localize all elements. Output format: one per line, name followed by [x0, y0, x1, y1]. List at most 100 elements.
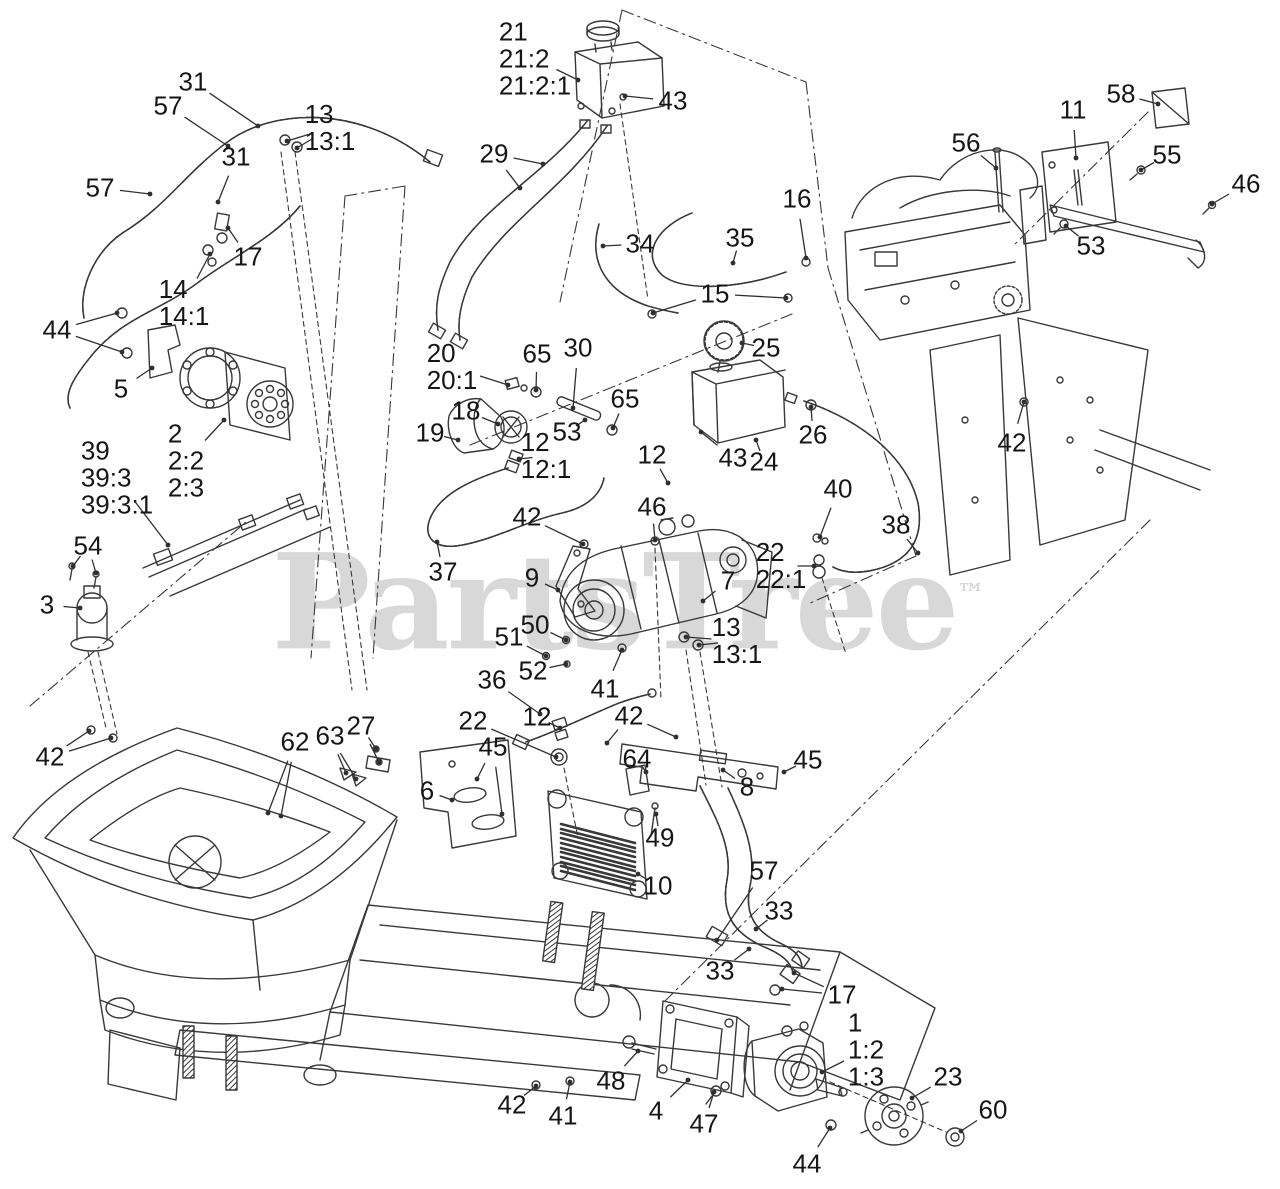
fastener-dot — [165, 542, 171, 548]
leader-line — [1211, 193, 1230, 205]
fastener-dot — [1155, 101, 1161, 107]
part-number-label: 12 — [520, 426, 550, 457]
motor-mount-drawing — [622, 1000, 750, 1105]
leader-line — [1073, 129, 1077, 159]
fastener-dot — [376, 759, 382, 765]
fastener-dot — [86, 728, 92, 734]
part-callout-30: 30 — [564, 334, 593, 361]
fastener-dot — [343, 770, 349, 776]
leader-line — [369, 743, 380, 763]
part-number-label: 5 — [113, 373, 129, 404]
part-number-label: 35 — [725, 222, 755, 253]
leader-line — [491, 728, 557, 758]
fastener-dot — [808, 404, 814, 410]
construction-lines — [29, 9, 1151, 1133]
fastener-dot — [1063, 223, 1069, 229]
part-number-label: 2 — [167, 418, 183, 449]
leader-line — [1016, 401, 1025, 424]
part-callout-63: 63 — [316, 722, 345, 749]
fastener-dot — [505, 382, 511, 388]
fastener-dot — [781, 769, 787, 775]
fastener-dot — [673, 734, 679, 740]
leader-line — [280, 761, 292, 817]
fastener-dot — [643, 769, 649, 775]
part-callout-53-center: 53 — [553, 418, 582, 445]
fastener-dot — [255, 123, 261, 129]
fastener-dot — [580, 541, 586, 547]
fastener-dot — [803, 255, 809, 261]
part-number-label: 27 — [346, 710, 376, 741]
part-callout-6: 6 — [420, 777, 434, 804]
part-callout-57-lower-left: 57 — [86, 174, 115, 201]
fastener-dot — [746, 946, 752, 952]
part-callout-5: 5 — [114, 375, 128, 402]
fastener-dot — [495, 421, 501, 427]
part-callout-33-upper: 33 — [765, 897, 794, 924]
leader-line — [526, 645, 547, 657]
part-number-label: 1:2 — [847, 1034, 885, 1065]
part-number-label: 42 — [35, 741, 65, 772]
part-number-label: 39:3:1 — [80, 489, 154, 520]
fastener-dot — [652, 537, 658, 543]
part-callout-45-left: 45 — [479, 733, 508, 760]
part-number-label: 12 — [522, 701, 552, 732]
solenoid-drawing — [68, 562, 118, 743]
fastener-dot — [1209, 201, 1215, 207]
fastener-dot — [779, 986, 785, 992]
part-callout-47: 47 — [690, 1110, 719, 1137]
part-number-label: 11 — [1059, 94, 1087, 125]
fastener-dot — [434, 539, 440, 545]
leader-line — [227, 227, 239, 243]
part-number-label: 22 — [755, 536, 785, 567]
steel-lines-drawing — [142, 493, 331, 597]
part-number-label: 2:2 — [167, 445, 205, 476]
part-number-label: 33 — [764, 895, 794, 926]
fastener-dot — [517, 185, 523, 191]
part-callout-40: 40 — [824, 475, 853, 502]
part-number-label: 58 — [1106, 78, 1136, 109]
fastener-dot — [353, 776, 359, 782]
part-number-label: 30 — [563, 332, 593, 363]
watermark: PartsTree™ — [271, 525, 984, 680]
leader-line — [337, 754, 347, 774]
part-number-label: 42 — [497, 1089, 527, 1120]
part-number-label: 45 — [478, 731, 508, 762]
part-number-label: 13:1 — [711, 639, 763, 669]
leader-line — [76, 312, 118, 326]
fastener-dot — [575, 77, 581, 83]
leader-line — [565, 1081, 571, 1100]
leader-line — [481, 416, 499, 425]
part-callout-42-far-right: 42 — [998, 429, 1027, 456]
leader-line — [708, 1091, 715, 1109]
part-callout-12-right: 12 — [638, 441, 667, 468]
fastener-dot — [93, 570, 99, 576]
leader-line — [906, 538, 919, 554]
leader-line — [817, 1127, 831, 1148]
part-number-label: 41 — [548, 1100, 578, 1131]
leader-line — [286, 133, 309, 142]
part-callout-44-upper: 44 — [43, 316, 72, 343]
leader-line — [716, 887, 754, 941]
part-number-label: 41 — [590, 673, 620, 704]
fastener-dot — [600, 243, 606, 249]
leader-line — [623, 1050, 639, 1067]
part-callout-9: 9 — [525, 564, 539, 591]
fastener-dot — [563, 661, 569, 667]
part-callout-37: 37 — [429, 558, 458, 585]
fastener-dot — [700, 598, 706, 604]
fastener-dot — [215, 199, 221, 205]
fastener-dot — [533, 1083, 539, 1089]
fastener-dot — [563, 637, 569, 643]
part-number-label: 53 — [1076, 230, 1106, 261]
leader-line — [602, 244, 622, 247]
fastener-dot — [683, 634, 689, 640]
part-callout-24: 24 — [750, 448, 779, 475]
lift-tank-drawing — [427, 20, 665, 350]
part-number-label: 23 — [933, 1061, 963, 1092]
leader-line — [267, 760, 289, 814]
part-callout-8: 8 — [740, 773, 754, 800]
part-number-label: 57 — [749, 855, 779, 886]
